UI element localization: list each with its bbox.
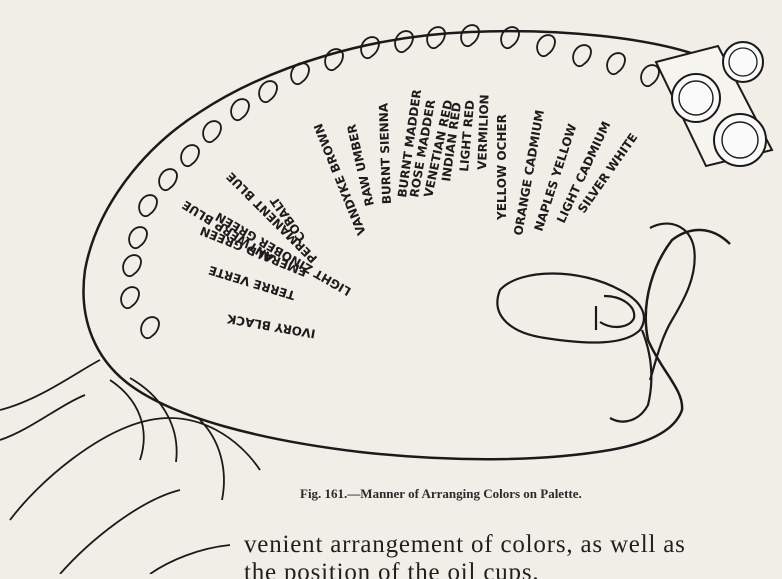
color-label: VERMILION (475, 94, 492, 170)
oil-cups (656, 42, 772, 166)
paint-dab (181, 145, 199, 166)
figure-caption: Fig. 161.—Manner of Arranging Colors on … (300, 486, 760, 502)
paint-dab (123, 255, 141, 276)
color-label: IVORY BLACK (225, 311, 316, 340)
body-text: venient arrangement of colors, as well a… (244, 531, 782, 579)
body-text-line-2: the position of the oil cups. (244, 559, 782, 579)
paint-dab (641, 65, 659, 86)
paint-dab (427, 27, 445, 48)
hand (497, 224, 694, 422)
paint-dab (159, 169, 177, 190)
paint-dab (573, 45, 591, 66)
paint-dab (231, 99, 249, 120)
color-label: YELLOW OCHER (495, 114, 509, 221)
paint-dab (291, 63, 309, 84)
palette-outline (84, 31, 730, 459)
body-text-line-1: venient arrangement of colors, as well a… (244, 531, 686, 558)
paint-dab (129, 227, 147, 248)
paint-dab (121, 287, 139, 308)
paint-dab (203, 121, 221, 142)
paint-dab (141, 317, 159, 338)
paint-dab (395, 31, 413, 52)
color-label: BURNT SIENNA (376, 102, 394, 204)
paint-dab (461, 25, 479, 46)
paint-dab (607, 53, 625, 74)
paint-dab (537, 35, 555, 56)
paint-dab (361, 37, 379, 58)
sleeve (0, 360, 260, 574)
paint-dab (259, 81, 277, 102)
paint-dab (139, 195, 157, 216)
